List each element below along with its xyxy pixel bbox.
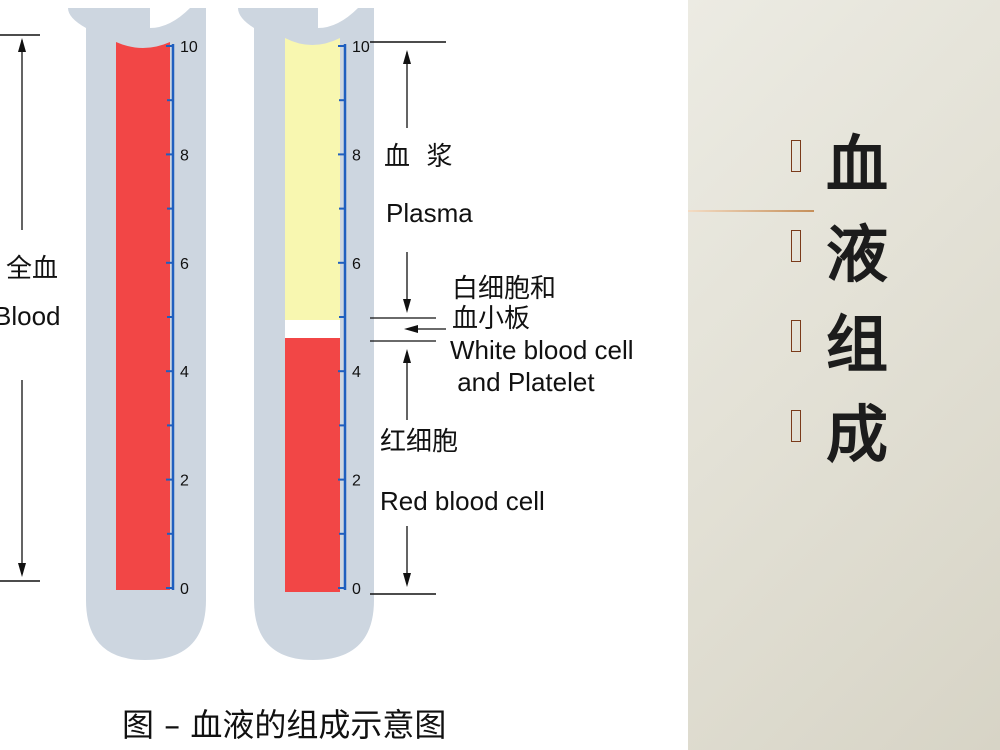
scale-2-ticks: 10 8 6 4 2 0 bbox=[338, 39, 370, 598]
scale-2-tick-label: 4 bbox=[352, 364, 361, 381]
plasma-label-en: Plasma bbox=[386, 198, 473, 228]
wbc-platelet-label-en-2: and Platelet bbox=[450, 367, 595, 397]
scale-1-tick-label: 10 bbox=[180, 39, 198, 56]
wbc-platelet-label-en-1: White blood cell bbox=[450, 335, 634, 365]
scale-1-tick-label: 4 bbox=[180, 364, 189, 381]
title-char-4: 成 bbox=[826, 398, 889, 471]
scale-1-ticks: 10 8 6 4 2 0 bbox=[166, 39, 198, 598]
scale-1-tick-label: 0 bbox=[180, 581, 189, 598]
rbc-label-en: Red blood cell bbox=[380, 486, 545, 516]
plasma-up-arrowhead bbox=[403, 50, 411, 64]
plasma-label-cn: 血 浆 bbox=[384, 142, 453, 172]
blood-composition-diagram: 10 8 6 4 2 0 10 8 6 4 2 0 bbox=[0, 8, 446, 660]
title-char-3: 组 bbox=[826, 308, 889, 381]
scale-2-tick-label: 2 bbox=[352, 473, 361, 490]
scale-2-tick-label: 8 bbox=[352, 147, 361, 164]
plasma-down-arrowhead bbox=[403, 299, 411, 313]
rbc-up-arrowhead bbox=[403, 349, 411, 363]
scale-2-tick-label: 10 bbox=[352, 39, 370, 56]
sidebar-panel bbox=[688, 0, 1000, 750]
scale-1-tick-label: 2 bbox=[180, 473, 189, 490]
scale-2-tick-label: 6 bbox=[352, 256, 361, 273]
title-bullet-4-icon bbox=[791, 410, 801, 442]
figure-caption: 图 – 血液的组成示意图 bbox=[122, 706, 447, 744]
sidebar-divider bbox=[688, 210, 814, 212]
title-bullet-1-icon bbox=[791, 140, 801, 172]
title-bullet-2-icon bbox=[791, 230, 801, 262]
buffy-pointer-arrowhead bbox=[404, 325, 418, 333]
whole-blood-label-en: Blood bbox=[0, 301, 61, 331]
whole-blood-down-arrowhead bbox=[18, 563, 26, 577]
title-char-2: 液 bbox=[826, 218, 889, 291]
whole-blood-label-cn: 全血 bbox=[6, 254, 59, 284]
scale-1-tick-label: 8 bbox=[180, 147, 189, 164]
whole-blood-column bbox=[116, 42, 170, 590]
whole-blood-up-arrowhead bbox=[18, 38, 26, 52]
buffy-coat-layer bbox=[285, 320, 340, 338]
wbc-platelet-label-cn-2: 血小板 bbox=[452, 304, 531, 334]
title-char-1: 血 bbox=[826, 128, 889, 201]
plasma-layer bbox=[285, 38, 340, 320]
wbc-platelet-label-cn-1: 白细胞和 bbox=[452, 274, 557, 304]
scale-1-tick-label: 6 bbox=[180, 256, 189, 273]
rbc-down-arrowhead bbox=[403, 573, 411, 587]
scale-2-tick-label: 0 bbox=[352, 581, 361, 598]
title-bullet-3-icon bbox=[791, 320, 801, 352]
red-blood-cell-layer bbox=[285, 338, 340, 592]
rbc-label-cn: 红细胞 bbox=[380, 427, 459, 457]
